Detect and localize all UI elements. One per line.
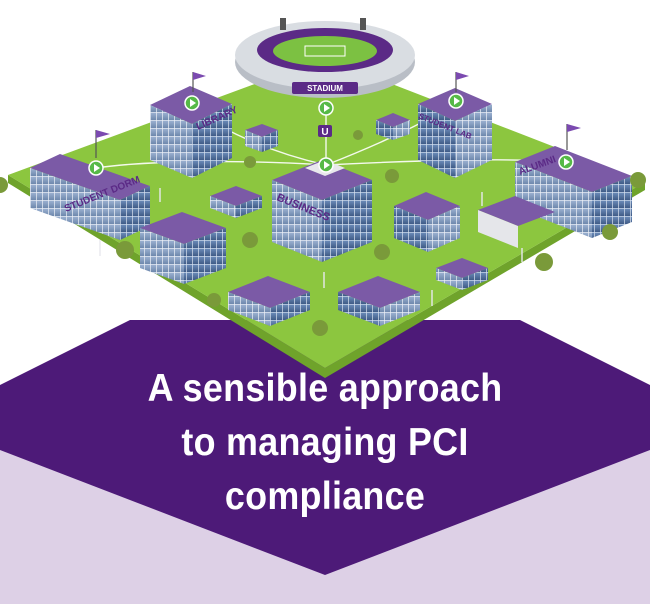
play-icon	[558, 154, 574, 170]
headline: A sensible approach to managing PCI comp…	[26, 362, 624, 524]
play-icon	[318, 157, 334, 173]
purple-banner	[0, 320, 650, 575]
alumni-building: ALUMNI	[478, 146, 632, 248]
small-building	[245, 124, 278, 152]
headline-line-1: A sensible approach	[147, 367, 503, 410]
office-building	[228, 276, 310, 326]
office-building	[394, 192, 460, 252]
tree-icon	[0, 130, 646, 336]
business-building: BUSINESS	[272, 160, 372, 262]
flag-icon	[95, 72, 581, 158]
headline-line-2: to managing PCI	[181, 421, 469, 464]
svg-text:U: U	[321, 127, 328, 138]
small-building	[376, 113, 410, 140]
play-icon	[184, 95, 200, 111]
play-icon	[318, 100, 334, 116]
student-dorm-building: STUDENT DORM	[30, 154, 150, 240]
office-building	[140, 212, 226, 284]
play-icon	[88, 160, 104, 176]
stadium: STADIUM	[235, 18, 415, 98]
office-building	[436, 258, 488, 290]
lamp-post-icon	[99, 188, 523, 306]
office-building	[338, 276, 420, 326]
office-building	[210, 186, 262, 218]
play-icon	[448, 93, 464, 109]
hub-badge: U	[318, 125, 332, 138]
headline-line-3: compliance	[224, 475, 426, 518]
stadium-sign: STADIUM	[307, 84, 343, 93]
